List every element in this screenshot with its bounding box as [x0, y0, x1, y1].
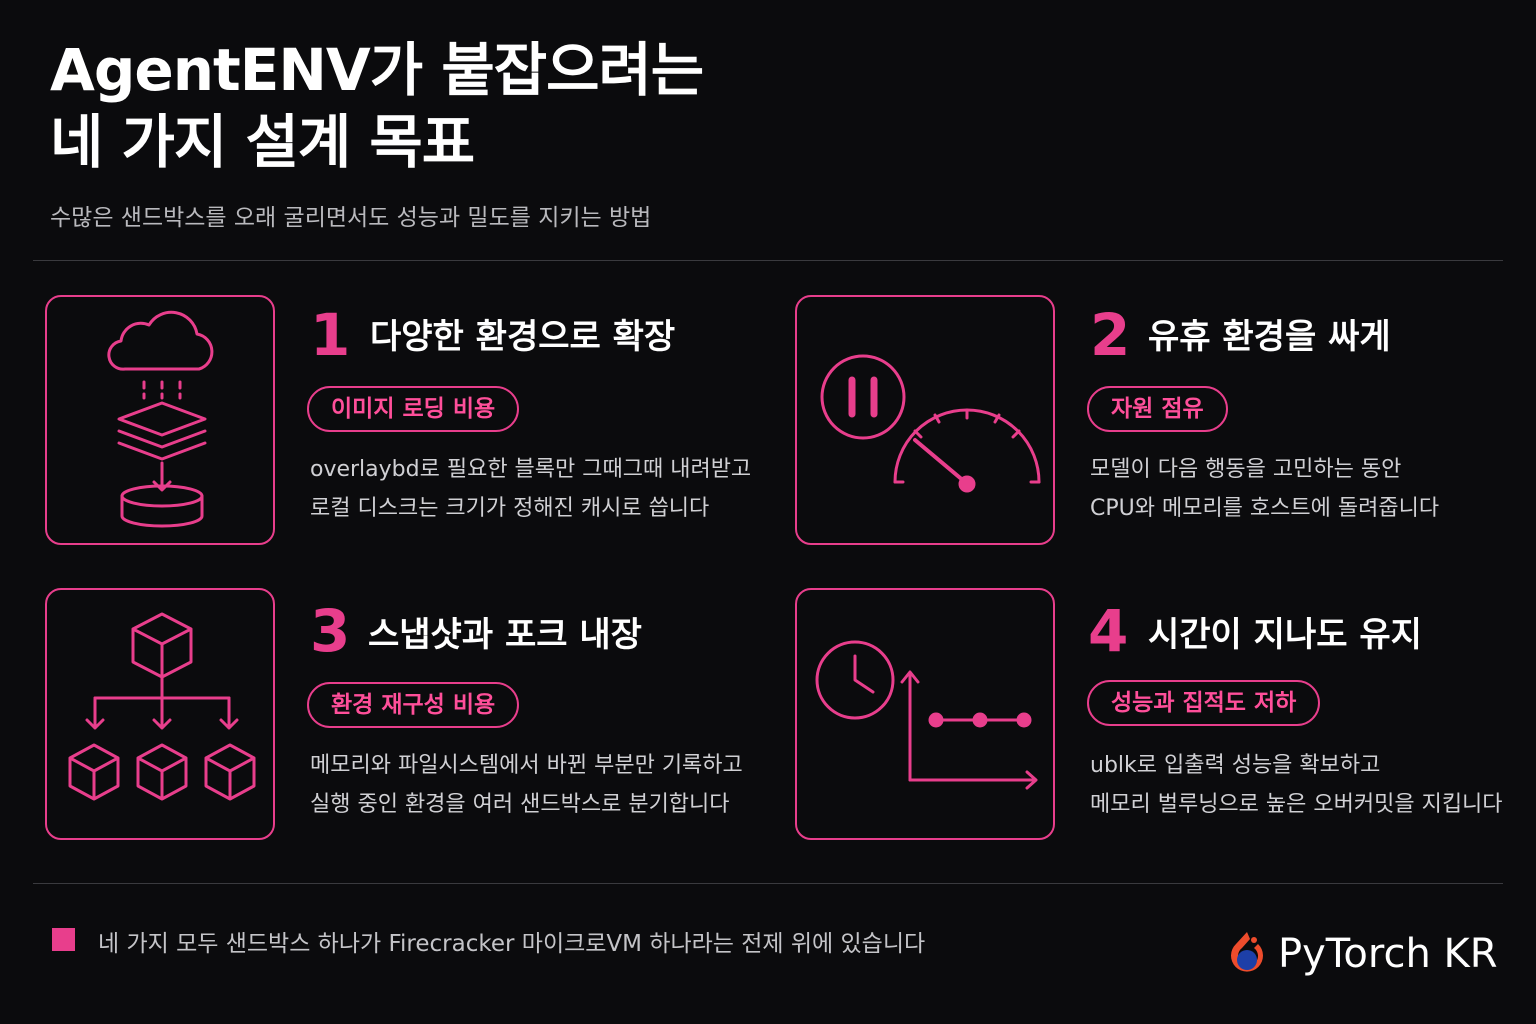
goal-3-line-1: 메모리와 파일시스템에서 바뀐 부분만 기록하고	[310, 753, 743, 778]
cube-fork-icon	[45, 588, 275, 840]
top-divider	[33, 260, 1503, 261]
goal-4-description: ublk로 입출력 성능을 확보하고 메모리 벌루닝으로 높은 오버커밋을 지킵…	[1090, 746, 1503, 824]
goal-4-line-1: ublk로 입출력 성능을 확보하고	[1090, 753, 1381, 778]
goal-3-title: 스냅샷과 포크 내장	[368, 615, 642, 655]
flame-icon	[1231, 932, 1263, 972]
goal-1-tag: 이미지 로딩 비용	[307, 386, 520, 432]
clock-steady-chart-icon	[795, 588, 1055, 840]
footer-note: 네 가지 모두 샌드박스 하나가 Firecracker 마이크로VM 하나라는…	[98, 931, 926, 957]
goal-2-number: 2	[1090, 301, 1131, 369]
footer-bullet	[52, 928, 75, 951]
brand-name: PyTorch KR	[1278, 931, 1498, 977]
goal-2-title: 유휴 환경을 싸게	[1148, 317, 1391, 357]
goal-4-tag: 성능과 집적도 저하	[1087, 680, 1321, 726]
goal-1-description: overlaybd로 필요한 블록만 그때그때 내려받고 로컬 디스크는 크기가…	[310, 450, 751, 528]
page-subtitle: 수많은 샌드박스를 오래 굴리면서도 성능과 밀도를 지키는 방법	[50, 205, 652, 231]
title-line-1: AgentENV가 붙잡으려는	[50, 36, 704, 104]
goal-2-tag: 자원 점유	[1087, 386, 1228, 432]
goal-2-description: 모델이 다음 행동을 고민하는 동안 CPU와 메모리를 호스트에 돌려줍니다	[1090, 450, 1439, 528]
goal-3-tag: 환경 재구성 비용	[307, 682, 520, 728]
cloud-layers-disk-icon	[45, 295, 275, 545]
goal-3-line-2: 실행 중인 환경을 여러 샌드박스로 분기합니다	[310, 792, 730, 817]
brand-logo: PyTorch KR	[1226, 930, 1498, 978]
title-line-2: 네 가지 설계 목표	[50, 108, 475, 176]
goal-4-line-2: 메모리 벌루닝으로 높은 오버커밋을 지킵니다	[1090, 792, 1503, 817]
goal-1-title: 다양한 환경으로 확장	[370, 317, 676, 357]
goal-4-number: 4	[1088, 597, 1129, 665]
goal-3-description: 메모리와 파일시스템에서 바뀐 부분만 기록하고 실행 중인 환경을 여러 샌드…	[310, 746, 743, 824]
goal-1-number: 1	[310, 301, 351, 369]
goal-1-line-2: 로컬 디스크는 크기가 정해진 캐시로 씁니다	[310, 496, 710, 521]
goal-2-line-1: 모델이 다음 행동을 고민하는 동안	[1090, 457, 1402, 482]
pause-gauge-icon	[795, 295, 1055, 545]
goal-3-number: 3	[310, 597, 351, 665]
goal-2-line-2: CPU와 메모리를 호스트에 돌려줍니다	[1090, 496, 1440, 521]
goal-1-line-1: overlaybd로 필요한 블록만 그때그때 내려받고	[310, 457, 752, 482]
bottom-divider	[33, 883, 1503, 884]
page-title: AgentENV가 붙잡으려는 네 가지 설계 목표	[50, 34, 704, 178]
goal-4-title: 시간이 지나도 유지	[1148, 615, 1422, 655]
